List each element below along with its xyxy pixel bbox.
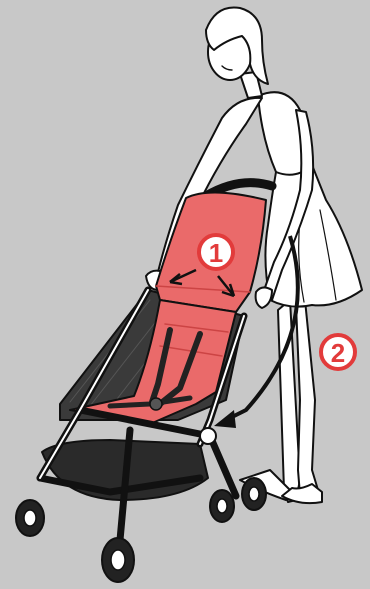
wheel-rear-right: [242, 478, 266, 510]
callout-step-1-label: 1: [209, 238, 223, 268]
callout-step-2-label: 2: [331, 338, 345, 368]
fold-hinge: [200, 428, 216, 444]
wheel-rear-left: [210, 490, 234, 522]
callout-step-1: 1: [199, 235, 233, 269]
stroller: [16, 183, 272, 582]
harness-buckle: [150, 398, 162, 410]
callout-step-2: 2: [321, 335, 355, 369]
wheel-front-right: [102, 538, 134, 582]
wheel-front-left: [16, 500, 44, 536]
